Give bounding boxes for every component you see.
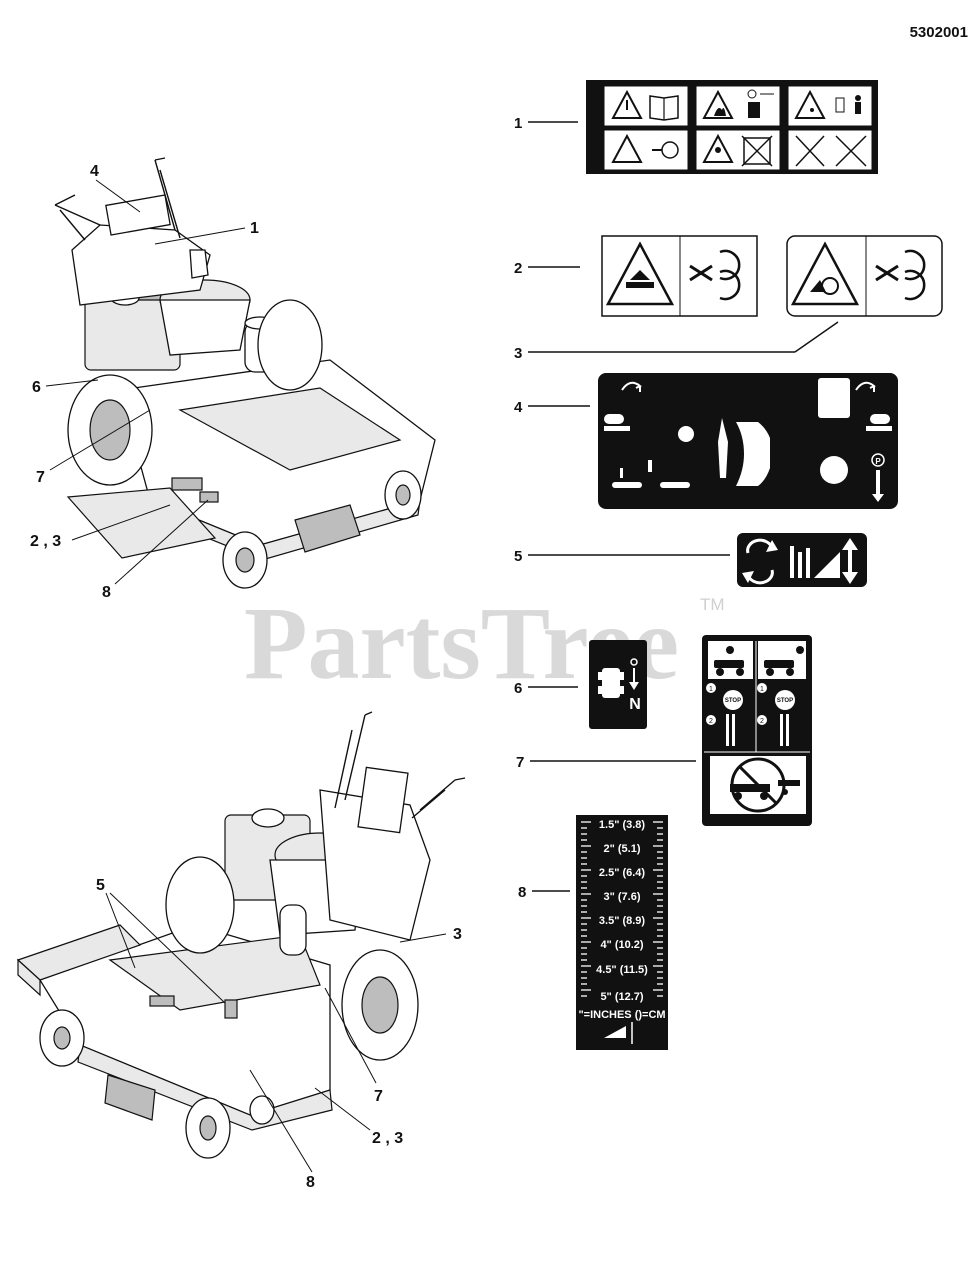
decal-7-step-2b: 2 (760, 718, 764, 725)
decal-6-number: 6 (514, 680, 522, 697)
no-riding-passenger-icon (710, 756, 806, 814)
callout-bottom-8: 8 (306, 1174, 315, 1191)
fire-hazard-icon (702, 89, 734, 119)
thrown-objects-icon (794, 89, 826, 119)
height-mark-4: 3" (7.6) (603, 891, 640, 903)
decal-7-number: 7 (516, 754, 524, 771)
height-mark-3: 2.5" (6.4) (599, 867, 646, 879)
svg-text:P: P (875, 457, 881, 466)
bystander-distance-icon (835, 95, 861, 114)
height-mark-5: 3.5" (8.9) (599, 915, 646, 927)
watermark-tm: TM (700, 595, 725, 614)
decal-6: N (589, 640, 647, 729)
read-manual-icon (649, 95, 679, 121)
callout-bottom-2-3: 2 , 3 (372, 1130, 403, 1147)
park-brake-icon: P (871, 453, 885, 502)
decal-2-number: 2 (514, 260, 522, 277)
decal-3 (786, 235, 943, 317)
callout-top-6: 6 (32, 379, 41, 396)
decal-8: 1.5" (3.8) 2" (5.1) 2.5" (6.4) 3" (7.6) … (576, 815, 668, 1050)
height-scale-ticks (581, 821, 663, 997)
height-scale-legend: "=INCHES ()=CM (578, 1009, 665, 1021)
decal-5-number: 5 (514, 548, 522, 565)
grass-height-icon (790, 546, 840, 578)
rotation-arrows-icon (742, 538, 778, 585)
height-mark-7: 4.5" (11.5) (596, 964, 648, 976)
rotation-arrows-icon (689, 249, 741, 301)
decal-7-stop-a: STOP (725, 698, 741, 704)
warning-triangle-icon (611, 89, 643, 119)
shield-person-icon (702, 133, 734, 163)
bottom-callouts: 5 3 7 2 , 3 8 (96, 877, 462, 1191)
callout-top-2-3: 2 , 3 (30, 533, 61, 550)
neutral-arrow-icon (900, 84, 916, 160)
mower-illustration-bottom (16, 711, 466, 1159)
callout-top-8: 8 (102, 584, 111, 601)
hand-cut-icon (611, 133, 679, 163)
decal-7-step-1b: 1 (760, 686, 764, 693)
decal-7-stop-b: STOP (777, 698, 793, 704)
tractor-icon (598, 668, 624, 698)
page-ref: 5302001 (910, 24, 968, 41)
decal-4: P (598, 373, 898, 509)
decal-7-step-2a: 2 (709, 718, 713, 725)
callout-bottom-5: 5 (96, 877, 105, 894)
callout-top-1: 1 (250, 220, 259, 237)
mower-illustration-top (54, 157, 436, 589)
height-mark-1: 1.5" (3.8) (599, 819, 646, 831)
height-mark-8: 5" (12.7) (600, 991, 643, 1003)
decal-3-number: 3 (514, 345, 522, 362)
callout-bottom-3: 3 (453, 926, 462, 943)
height-mark-2: 2" (5.1) (603, 843, 640, 855)
height-scale-labels: 1.5" (3.8) 2" (5.1) 2.5" (6.4) 3" (7.6) … (596, 819, 648, 1003)
decal-1-number: 1 (514, 115, 522, 132)
no-slope-icon (795, 135, 867, 167)
lever-icon (604, 381, 892, 488)
blade-icon (626, 270, 654, 288)
callout-top-7: 7 (36, 469, 45, 486)
decal-6-letter: N (629, 696, 641, 713)
height-mark-6: 4" (10.2) (600, 939, 643, 951)
top-callouts: 4 1 6 7 2 , 3 8 (30, 163, 259, 601)
decal-5 (737, 533, 867, 587)
decal-7-step-1a: 1 (709, 686, 713, 693)
callout-top-4: 4 (90, 163, 99, 180)
no-rider-icon (741, 135, 773, 167)
decal-2 (601, 235, 758, 317)
decal-8-number: 8 (518, 884, 526, 901)
decal-1-neutral-letter: N (904, 162, 911, 173)
decal-1: N (586, 80, 916, 174)
decal-4-number: 4 (514, 399, 523, 416)
callout-bottom-7: 7 (374, 1088, 383, 1105)
fuel-icon (747, 89, 774, 118)
decal-7: 1 1 2 2 STOP STOP (702, 635, 812, 826)
